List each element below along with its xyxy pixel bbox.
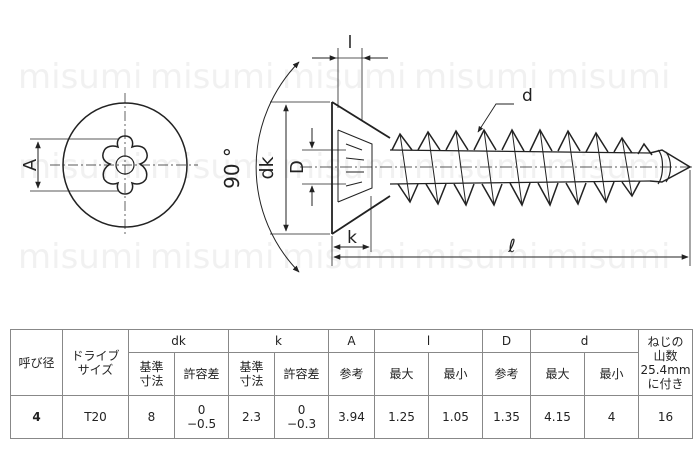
svg-text:misumi: misumi [150,237,274,277]
header-threads: ねじの 山数 25.4mm に付き [638,329,694,396]
dim-label-D: D [287,160,308,174]
header-A: A [328,329,376,353]
header-d: d [530,329,640,353]
cell-size: 4 [10,395,63,439]
dim-label-angle: 90 ° [220,147,244,189]
subheader-d-max: 最大 [530,352,586,396]
cell-drive: T20 [62,395,129,439]
cell-d-min: 4 [584,395,640,439]
cell-k-tol: 0 −0.3 [274,395,330,439]
cell-dk-tol: 0 −0.5 [173,395,230,439]
svg-text:misumi: misumi [414,57,538,97]
cell-l-max: 1.25 [374,395,430,439]
subheader-A-ref: 参考 [328,352,376,396]
dim-label-length: ℓ [507,236,515,257]
dim-label-dk: dk [256,156,278,179]
subheader-k-std: 基準 寸法 [228,352,276,396]
header-size: 呼び径 [10,329,63,396]
svg-text:misumi: misumi [546,57,670,97]
subheader-D-ref: 参考 [482,352,532,396]
svg-text:misumi: misumi [150,57,274,97]
svg-text:misumi: misumi [18,57,142,97]
svg-text:misumi: misumi [282,57,406,97]
dim-label-l: l [348,33,353,53]
dim-label-A: A [20,158,41,171]
cell-l-min: 1.05 [428,395,484,439]
cell-A-ref: 3.94 [328,395,376,439]
screw-technical-drawing: misumi misumi misumi misumi misumi misum… [18,33,692,277]
subheader-dk-std: 基準 寸法 [128,352,175,396]
cell-d-max: 4.15 [530,395,586,439]
screw-side-view [255,48,692,273]
subheader-l-max: 最大 [374,352,430,396]
header-drive: ドライブ サイズ [62,329,129,396]
head-end-view [30,93,198,237]
subheader-l-min: 最小 [428,352,484,396]
svg-text:misumi: misumi [18,237,142,277]
subheader-dk-tol: 許容差 [173,352,230,396]
header-D: D [482,329,532,353]
cell-threads: 16 [638,395,694,439]
dim-label-k: k [347,228,357,248]
header-k: k [228,329,330,353]
subheader-k-tol: 許容差 [274,352,330,396]
subheader-d-min: 最小 [584,352,640,396]
cell-k-std: 2.3 [228,395,276,439]
header-l: l [374,329,484,353]
torx-recess-icon [102,135,148,195]
header-dk: dk [127,329,230,353]
cell-D-ref: 1.35 [482,395,532,439]
svg-text:misumi: misumi [150,147,274,187]
table-row: 4 T20 8 0 −0.5 2.3 0 −0.3 3.94 1.25 1.05… [10,395,694,439]
watermark-layer: misumi misumi misumi misumi misumi misum… [18,57,670,277]
spec-table: 呼び径 ドライブ サイズ dk k A l D d ねじの 山数 25.4mm … [10,329,694,439]
dim-label-d: d [522,86,533,106]
cell-dk-std: 8 [128,395,175,439]
